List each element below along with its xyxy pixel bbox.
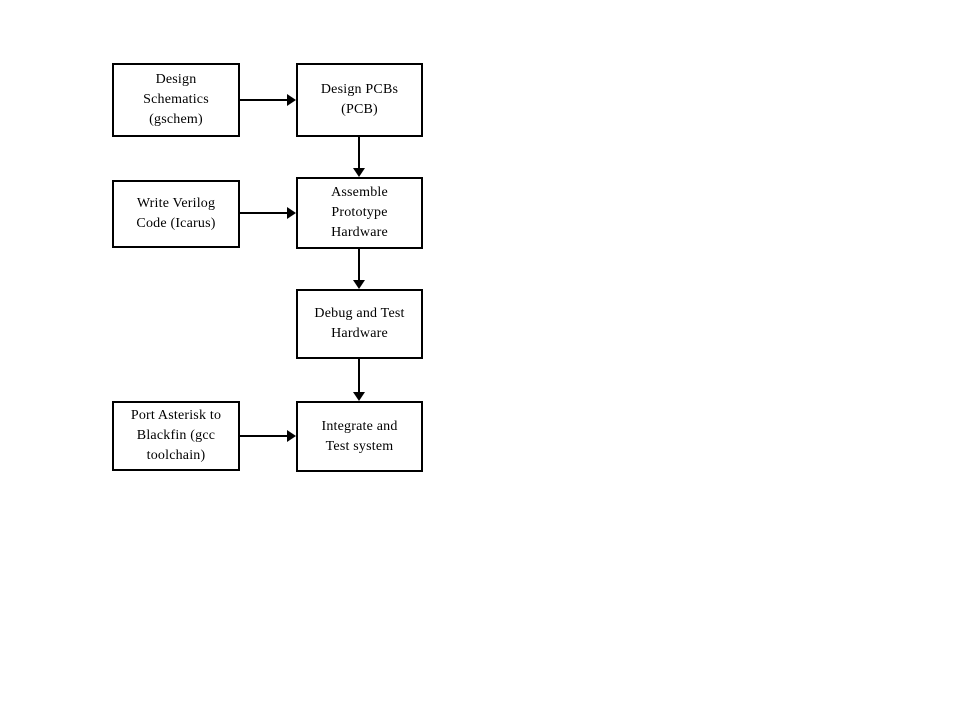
node-label-line: Hardware xyxy=(331,224,388,240)
node-label-line: Code (Icarus) xyxy=(136,216,216,231)
arrowhead-icon xyxy=(353,280,365,289)
arrowhead-icon xyxy=(287,94,296,106)
node-label-line: Design xyxy=(155,72,197,88)
arrowhead-icon xyxy=(353,168,365,177)
node-label-line: Port Asterisk to xyxy=(130,408,222,424)
node-label-line: Test system xyxy=(325,438,394,454)
arrowhead-icon xyxy=(287,430,296,442)
node-label-line: Debug and Test xyxy=(314,306,405,322)
node-label-line: Blackfin (gcc xyxy=(136,428,216,444)
node-label-line: toolchain) xyxy=(146,447,206,463)
node-label-line: Integrate and xyxy=(321,418,398,434)
edge-asterisk-to-integrate xyxy=(230,426,306,446)
node-label-line: Prototype xyxy=(331,205,388,221)
node-label-line: Write Verilog xyxy=(136,196,216,212)
arrowhead-icon xyxy=(287,207,296,219)
node-port-asterisk[interactable]: Port Asterisk to Blackfin (gcc toolchain) xyxy=(112,401,240,471)
node-label-line: Schematics xyxy=(143,92,209,108)
node-label-line: Assemble xyxy=(331,185,388,201)
node-design-pcbs[interactable]: Design PCBs (PCB) xyxy=(296,63,423,137)
node-label-line: Hardware xyxy=(331,326,388,341)
edge-schematics-to-pcbs xyxy=(230,90,306,110)
arrowhead-icon xyxy=(353,392,365,401)
node-label-line: (gschem) xyxy=(149,111,203,127)
node-label-line: Design PCBs xyxy=(320,82,399,98)
edge-verilog-to-assemble xyxy=(230,203,306,223)
node-label-line: (PCB) xyxy=(341,102,378,117)
